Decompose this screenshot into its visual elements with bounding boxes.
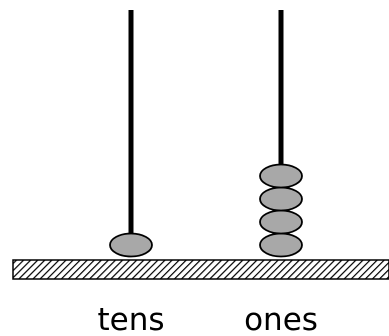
- label-tens: tens: [97, 302, 164, 336]
- bead-tens-1: [109, 232, 153, 258]
- bead-ones-1: [259, 232, 303, 258]
- bead-ones-2: [259, 209, 303, 235]
- label-ones: ones: [244, 302, 318, 336]
- beads-group: [109, 163, 303, 258]
- bead-ones-3: [259, 186, 303, 212]
- abacus-base: [12, 259, 389, 280]
- bead-ones-4: [259, 163, 303, 189]
